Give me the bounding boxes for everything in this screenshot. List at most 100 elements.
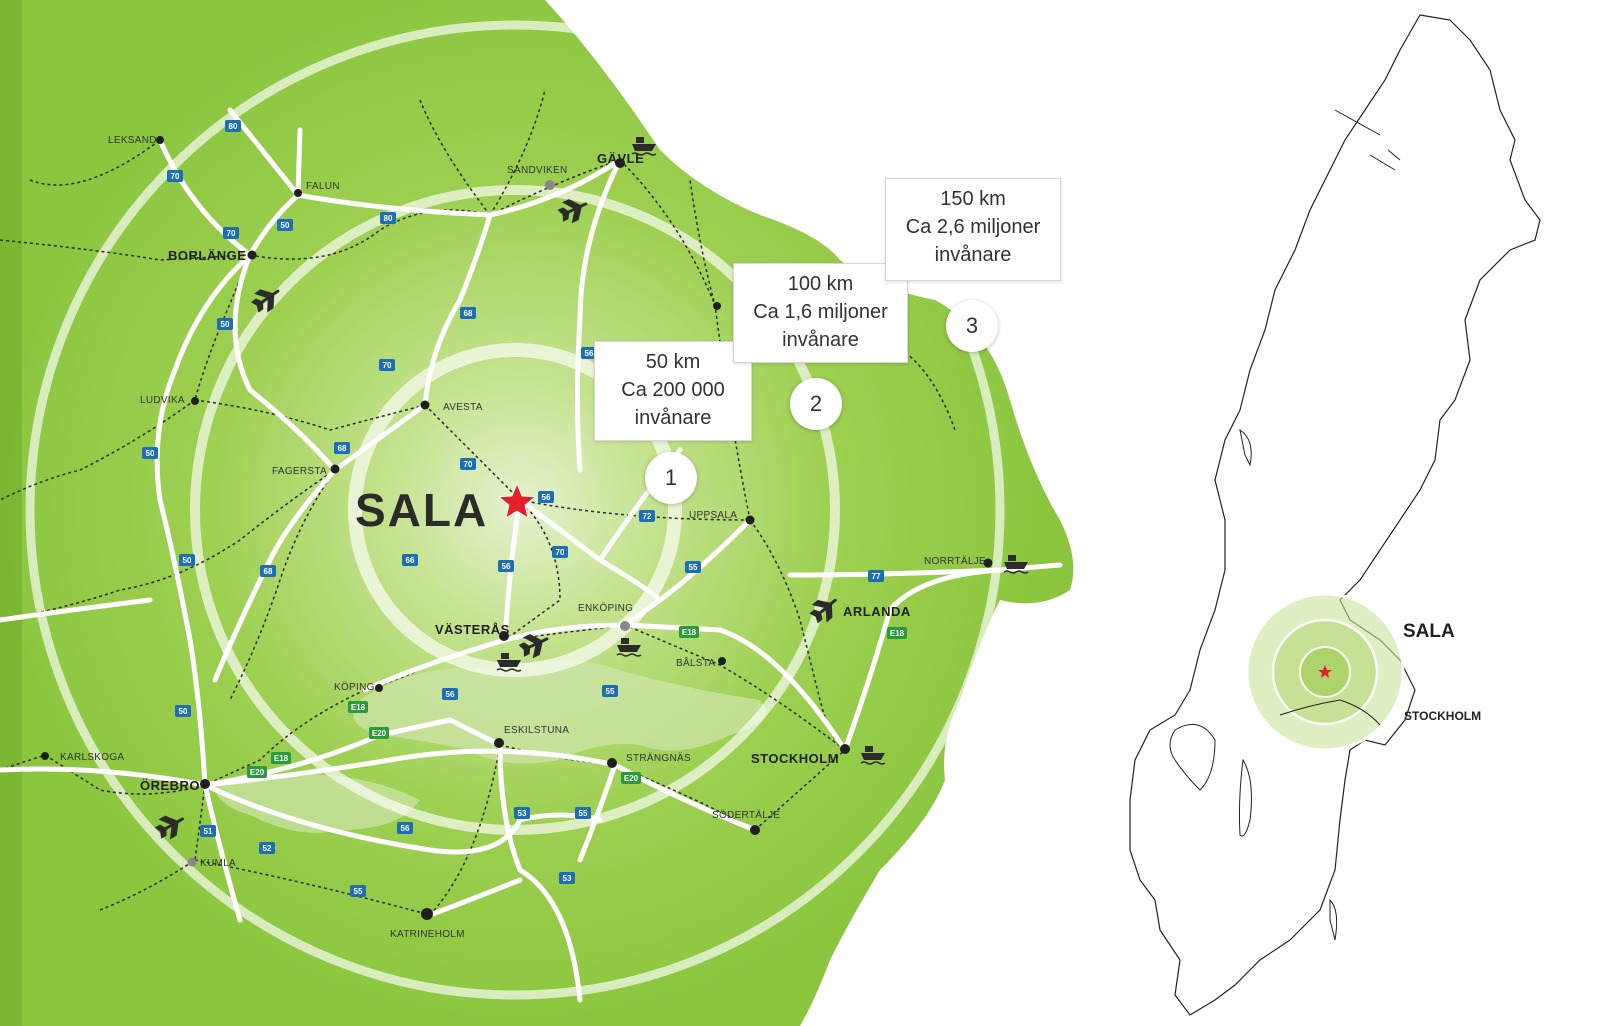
road-shield: 50 (217, 318, 233, 330)
road-shield: 56 (442, 688, 458, 700)
svg-text:52: 52 (263, 844, 272, 853)
svg-text:50: 50 (179, 707, 188, 716)
svg-text:55: 55 (579, 809, 588, 818)
road-shield: 70 (379, 359, 395, 371)
road-shield: 80 (380, 212, 396, 224)
svg-text:72: 72 (643, 512, 652, 521)
road-shield: 68 (460, 307, 476, 319)
city-label: GÄVLE (597, 151, 644, 166)
city-labels: LEKSAND FALUN BORLÄNGE LUDVIKA FAGERSTA … (60, 135, 986, 940)
svg-text:68: 68 (264, 567, 273, 576)
ring-unit: invånare (782, 329, 859, 351)
city-dots (41, 136, 993, 920)
ring-distance: 50 km (645, 351, 701, 373)
road-shield: 56 (538, 491, 554, 503)
city-label: STOCKHOLM (751, 751, 839, 766)
svg-text:70: 70 (383, 361, 392, 370)
city-label: ARLANDA (843, 604, 911, 619)
road-shield: 53 (559, 872, 575, 884)
svg-text:70: 70 (556, 548, 565, 557)
svg-text:51: 51 (204, 827, 213, 836)
ring-info-box-100km: 100 km Ca 1,6 miljoner invånare (733, 263, 908, 363)
road-shield: 70 (167, 170, 183, 182)
city-label: FALUN (306, 181, 340, 192)
road-shield: 68 (260, 565, 276, 577)
lake-vattern (1238, 758, 1252, 837)
lake-hjalmaren (215, 773, 420, 833)
city-label: BORLÄNGE (168, 248, 246, 263)
road-shield: 70 (460, 458, 476, 470)
city-label: SÖDERTÄLJE (712, 809, 780, 821)
svg-text:55: 55 (354, 887, 363, 896)
road-shield: 51 (200, 825, 216, 837)
ring-unit: invånare (934, 244, 1012, 266)
inset-star-icon (1318, 665, 1332, 678)
road-shield: 80 (225, 120, 241, 132)
city-label: SANDVIKEN (507, 165, 568, 176)
svg-text:56: 56 (542, 493, 551, 502)
svg-text:E20: E20 (372, 729, 387, 738)
svg-text:E20: E20 (250, 768, 265, 777)
ring-population: Ca 2,6 miljoner (905, 216, 1041, 238)
road-shield: 77 (868, 570, 884, 582)
inset-stockholm-label: STOCKHOLM (1404, 709, 1481, 723)
svg-text:E18: E18 (274, 754, 289, 763)
svg-text:56: 56 (502, 562, 511, 571)
road-shield: E18 (348, 701, 368, 713)
svg-text:70: 70 (464, 460, 473, 469)
road-shield: 50 (142, 447, 158, 459)
ring-number-badge: 2 (790, 378, 842, 430)
city-label: KÖPING (334, 681, 375, 693)
lake-vanern (1169, 723, 1216, 791)
ring-population: Ca 1,6 miljoner (753, 301, 888, 323)
svg-text:50: 50 (281, 221, 290, 230)
svg-text:55: 55 (689, 563, 698, 572)
sala-star-icon (497, 482, 537, 519)
svg-text:55: 55 (606, 687, 615, 696)
svg-text:E18: E18 (351, 703, 366, 712)
road-shield: 56 (397, 822, 413, 834)
road-shield: 52 (259, 842, 275, 854)
ring-unit: invånare (634, 407, 712, 429)
road-shield: E20 (621, 772, 641, 784)
svg-text:68: 68 (338, 444, 347, 453)
svg-text:70: 70 (171, 172, 180, 181)
road-shield: E18 (271, 752, 291, 764)
city-label: STRÄNGNÄS (626, 752, 691, 764)
svg-text:70: 70 (227, 229, 236, 238)
ring-population: Ca 200 000 (621, 379, 725, 401)
ring-number-badge: 1 (645, 452, 697, 504)
city-label: KATRINEHOLM (390, 929, 465, 940)
road-shield: 70 (223, 227, 239, 239)
ring-distance: 100 km (787, 273, 854, 295)
city-label: KUMLA (200, 858, 236, 869)
svg-text:E18: E18 (682, 628, 697, 637)
svg-text:50: 50 (183, 556, 192, 565)
sala-title: SALA (355, 484, 488, 536)
svg-text:53: 53 (563, 874, 572, 883)
svg-text:80: 80 (229, 122, 238, 131)
land-left-edge (0, 0, 22, 1026)
svg-text:80: 80 (384, 214, 393, 223)
road-shield: 56 (581, 347, 597, 359)
svg-text:68: 68 (464, 309, 473, 318)
road-shield: 56 (498, 560, 514, 572)
sweden-inset: SALA STOCKHOLM (1129, 14, 1541, 1016)
road-shield: 50 (277, 219, 293, 231)
road-shield: 72 (639, 510, 655, 522)
city-label: AVESTA (443, 402, 483, 413)
city-label: KARLSKOGA (60, 752, 124, 763)
road-shield: 53 (514, 807, 530, 819)
road-shield: 55 (685, 561, 701, 573)
city-label: LUDVIKA (140, 395, 185, 406)
svg-text:77: 77 (872, 572, 881, 581)
svg-text:56: 56 (446, 690, 455, 699)
svg-text:50: 50 (221, 320, 230, 329)
road-shield: E18 (887, 627, 907, 639)
city-label: BÅLSTA (676, 656, 715, 669)
city-label: ESKILSTUNA (504, 725, 569, 736)
svg-text:50: 50 (146, 449, 155, 458)
svg-text:66: 66 (406, 556, 415, 565)
lake-malaren (353, 660, 766, 764)
